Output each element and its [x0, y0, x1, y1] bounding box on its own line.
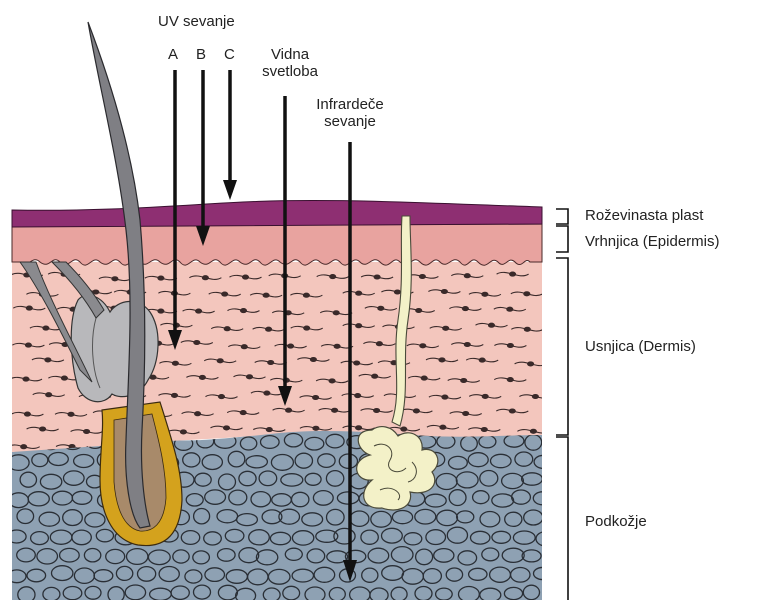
subcutis-layer — [7, 430, 555, 600]
bracket-dermis — [556, 258, 568, 435]
infrared-line2: sevanje — [300, 113, 400, 130]
uv-a-label: A — [168, 46, 178, 63]
bracket-stratum-corneum — [556, 209, 568, 224]
uv-b-label: B — [196, 46, 206, 63]
epidermis-layer — [12, 224, 542, 265]
uv-c-arrow — [223, 70, 237, 200]
bracket-epidermis — [556, 226, 568, 252]
infrared-label: Infrardeče sevanje — [300, 96, 400, 130]
dermis-label: Usnjica (Dermis) — [585, 338, 696, 355]
infrared-line1: Infrardeče — [300, 96, 400, 113]
subcutis-label: Podkožje — [585, 513, 647, 530]
stratum-corneum-label: Roževinasta plast — [585, 207, 703, 224]
visible-light-line2: svetloba — [250, 63, 330, 80]
uv-c-label: C — [224, 46, 235, 63]
stratum-corneum-layer — [12, 201, 542, 227]
bracket-subcutis — [556, 437, 568, 600]
epidermis-label: Vrhnjica (Epidermis) — [585, 233, 719, 250]
visible-light-line1: Vidna — [250, 46, 330, 63]
layer-brackets — [556, 209, 568, 600]
uv-radiation-label: UV sevanje — [158, 13, 235, 30]
visible-light-label: Vidna svetloba — [250, 46, 330, 80]
